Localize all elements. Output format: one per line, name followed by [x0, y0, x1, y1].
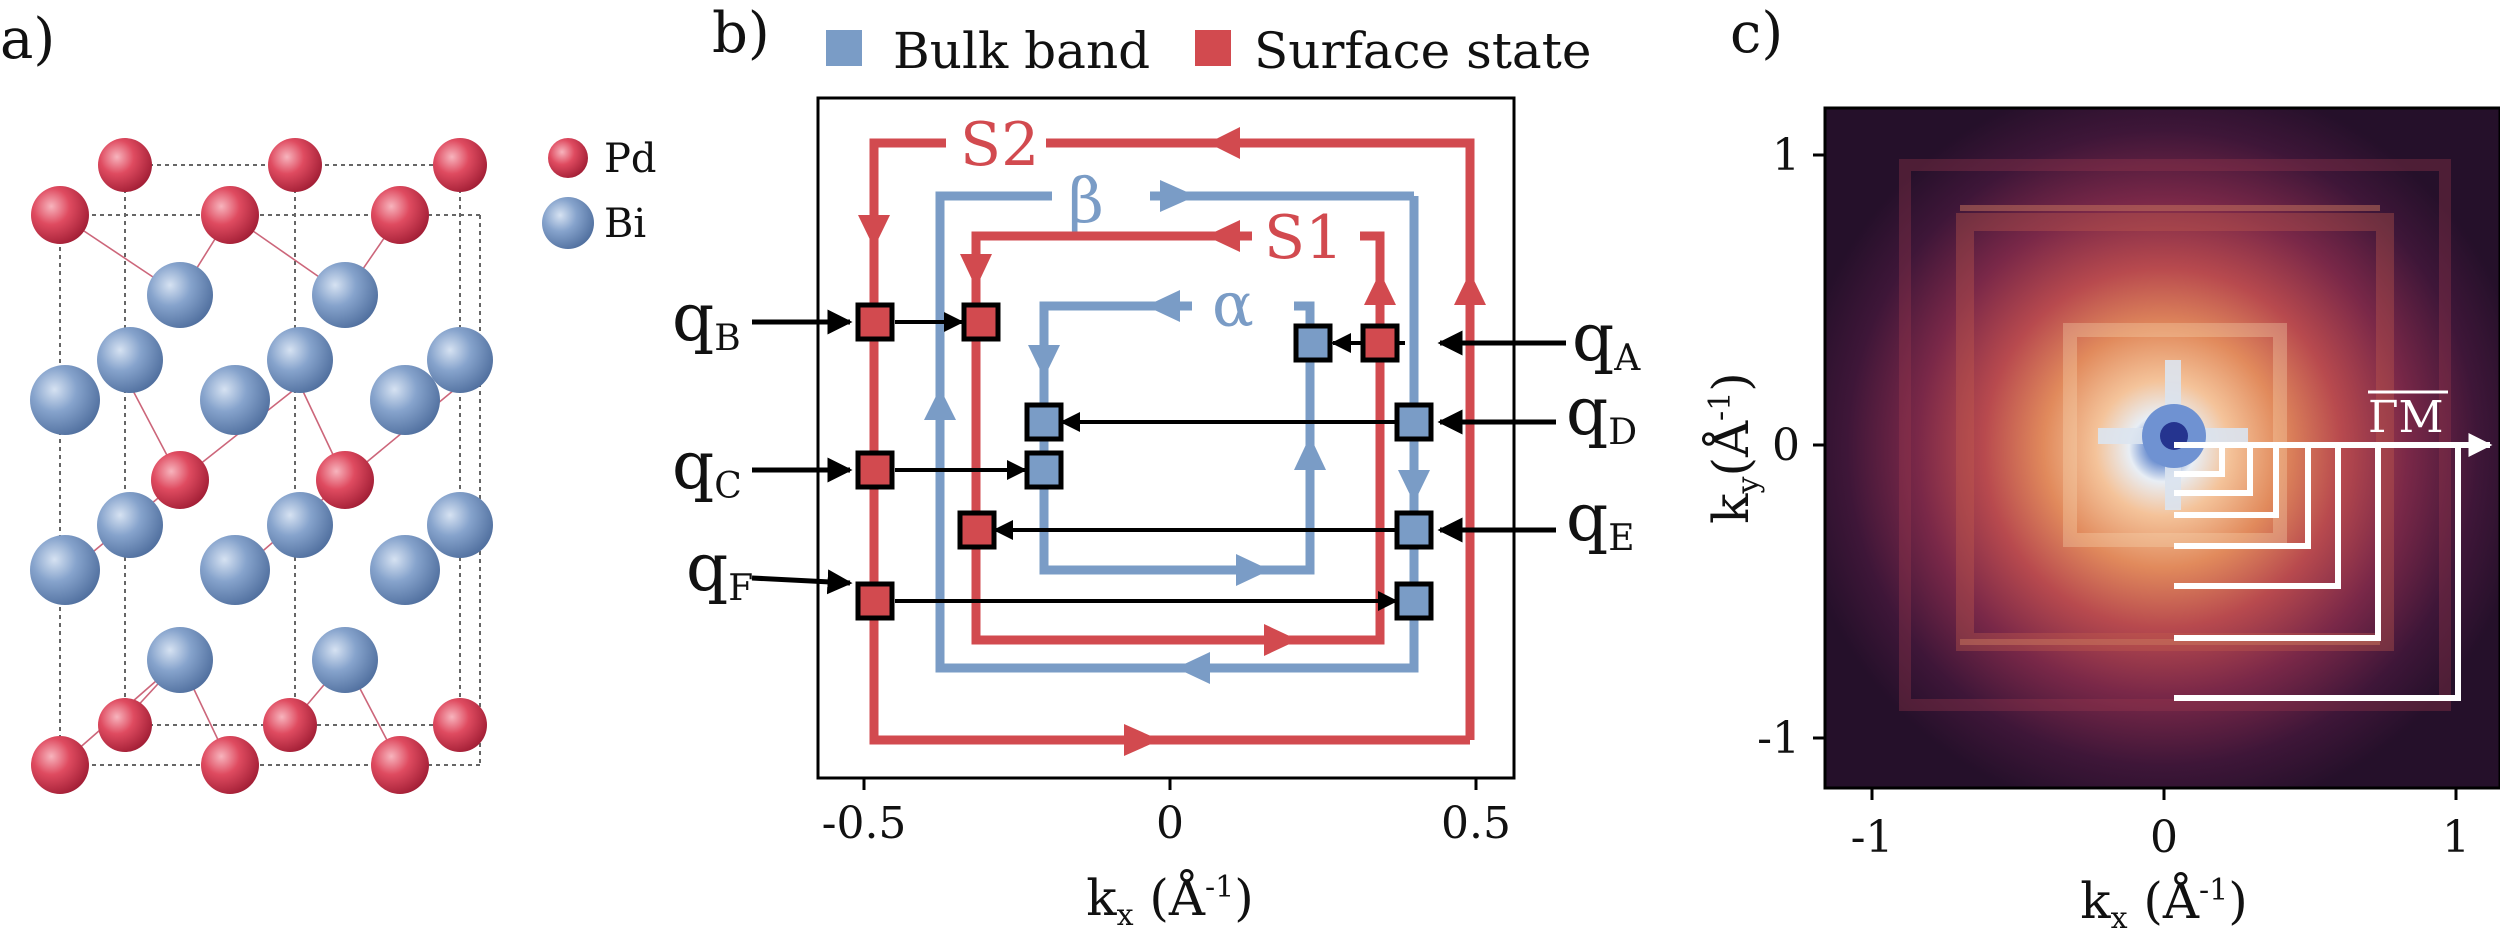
atoms	[30, 138, 493, 794]
pd-legend-label: Pd	[604, 136, 657, 182]
c-x-tick: 1	[2442, 812, 2470, 863]
momentum-cuts	[2174, 433, 2493, 701]
beta-label: β	[1068, 164, 1104, 237]
surface-state-label: Surface state	[1254, 22, 1591, 80]
bulk-band-swatch	[826, 30, 862, 66]
surface-state-swatch	[1195, 30, 1231, 66]
panel-c-axes	[1813, 153, 2458, 800]
beta-arrowheads	[924, 180, 1430, 684]
q-pointer-arrows	[751, 309, 1566, 595]
bi-legend-marker	[542, 197, 594, 249]
bi-legend-label: Bi	[604, 201, 646, 247]
panel-a: a)	[0, 7, 657, 794]
plot-frame	[816, 96, 1516, 780]
c-y-axis-label: ky(Å-1)	[1701, 372, 1766, 524]
alpha-arrowheads	[1028, 290, 1326, 586]
atom-legend: Pd Bi	[542, 136, 657, 249]
b-x-tick: 0.5	[1441, 798, 1511, 849]
c-x-tick: -1	[1851, 812, 1894, 863]
c-x-tick: 0	[2150, 812, 2178, 863]
atom-bonds	[59, 214, 461, 766]
qE-label: qE	[1566, 479, 1635, 559]
q-labels: qB qC qF qA qD qE	[672, 279, 1641, 609]
b-x-tick: -0.5	[822, 798, 907, 849]
qB-label: qB	[672, 279, 741, 359]
panel-a-label: a)	[0, 7, 55, 72]
qA-label: qA	[1572, 299, 1641, 379]
panel-b-label: b)	[712, 1, 770, 66]
s1-arrowheads	[960, 220, 1396, 656]
s2-contour	[869, 138, 1475, 745]
gamma-m-label: ΓM	[2368, 392, 2444, 443]
c-y-tick: -1	[1757, 713, 1800, 764]
qD-label: qD	[1566, 373, 1637, 453]
alpha-contour	[1039, 301, 1315, 575]
b-x-axis-label: kx (Å-1)	[1086, 868, 1254, 933]
s2-label: S2	[960, 110, 1039, 180]
c-y-tick: 0	[1772, 420, 1800, 471]
unit-cell-outline	[59, 164, 481, 766]
qC-label: qC	[672, 427, 742, 507]
pd-legend-marker	[548, 138, 588, 178]
scattering-endpoints	[855, 302, 1434, 621]
panel-b: b) Bulk band Surface state S2 β	[672, 1, 1641, 933]
s2-arrowheads	[858, 127, 1486, 756]
panel-b-x-axis: -0.5 0 0.5 kx (Å-1)	[822, 778, 1511, 933]
c-x-axis-label: kx (Å-1)	[2080, 871, 2248, 934]
qF-label: qF	[686, 529, 753, 609]
bulk-band-label: Bulk band	[893, 22, 1150, 80]
b-x-tick: 0	[1156, 798, 1184, 849]
alpha-label: α	[1212, 268, 1254, 341]
band-legend: Bulk band Surface state	[826, 22, 1591, 80]
s1-contour	[971, 231, 1385, 645]
s1-label: S1	[1264, 203, 1343, 273]
panel-c-label: c)	[1730, 1, 1783, 66]
c-y-tick: 1	[1772, 130, 1800, 181]
panel-c: c)	[1701, 1, 2500, 934]
